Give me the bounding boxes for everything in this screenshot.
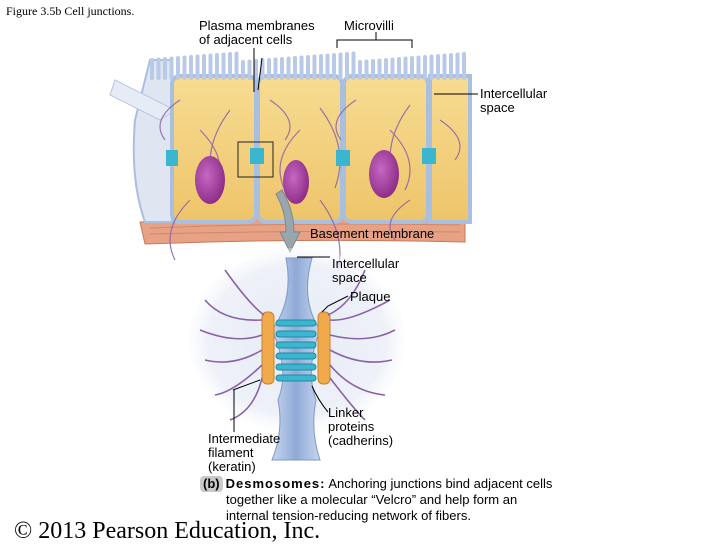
desmosome-markers xyxy=(166,148,436,166)
leader-lines xyxy=(232,32,478,432)
keratin-filament xyxy=(329,364,386,396)
filament-strand xyxy=(439,119,461,161)
cadherin xyxy=(275,374,317,382)
filament-strand xyxy=(319,107,341,189)
filament-strand xyxy=(389,129,411,191)
microvilli xyxy=(150,51,466,80)
keratin-filament xyxy=(329,299,391,321)
keratin-filament xyxy=(204,299,263,321)
keratin-filament xyxy=(327,269,366,316)
label-basement-membrane: Basement membrane xyxy=(310,226,435,241)
linker-proteins xyxy=(275,319,317,382)
desmosome-detail xyxy=(189,248,405,461)
plaque-right xyxy=(317,311,331,385)
copyright-notice: © 2013 Pearson Education, Inc. xyxy=(14,518,321,544)
caption-line-3: internal tension-reducing network of fib… xyxy=(226,508,471,523)
keratin-filament xyxy=(204,349,263,363)
label-plaque: Plaque xyxy=(350,289,391,304)
filament-strand xyxy=(269,99,291,141)
caption-line-2: together like a molecular “Velcro” and h… xyxy=(226,492,518,507)
label-linker-proteins: Linker proteins (cadherins) xyxy=(328,405,394,448)
cadherin xyxy=(275,352,317,360)
cadherin xyxy=(275,319,317,327)
cadherin xyxy=(275,330,317,338)
filament-strand xyxy=(159,99,181,141)
label-microvilli: Microvilli xyxy=(344,18,394,33)
filament-strand xyxy=(389,199,411,241)
figure-title: Figure 3.5b Cell junctions. xyxy=(6,4,135,18)
keratin-filament xyxy=(224,269,265,316)
keratin-filament xyxy=(329,329,396,340)
cadherin xyxy=(275,363,317,371)
zoom-region-box xyxy=(237,141,274,178)
keratin-filament xyxy=(329,349,393,363)
plaque-left xyxy=(261,311,275,385)
label-intermediate-filament: Intermediate filament (keratin) xyxy=(208,431,281,474)
nucleus-2 xyxy=(283,160,309,204)
filament-strand xyxy=(169,199,191,261)
caption-line-1: Anchoring junctions bind adjacent cells xyxy=(325,476,553,491)
label-intercellular-space-top: Intercellular space xyxy=(480,86,548,115)
caption-tag: (b) xyxy=(200,476,223,492)
left-partial-cell xyxy=(132,59,173,223)
label-plasma-membranes: Plasma membranes of adjacent cells xyxy=(199,18,315,47)
caption-term: Desmosomes: xyxy=(225,476,326,491)
nucleus-1 xyxy=(195,156,225,204)
zoom-arrow xyxy=(275,189,301,254)
label-intercellular-space-detail: Intercellular space xyxy=(332,256,400,285)
cell-3 xyxy=(342,74,430,224)
cadherin xyxy=(275,341,317,349)
keratin-filament xyxy=(199,329,263,340)
figure-caption: (b)Desmosomes: Anchoring junctions bind … xyxy=(200,476,640,524)
nucleus-3 xyxy=(369,150,399,198)
keratin-filament xyxy=(329,377,366,421)
keratin-filament xyxy=(214,364,263,396)
filament-strand xyxy=(279,129,301,191)
filament-strand xyxy=(335,99,357,141)
